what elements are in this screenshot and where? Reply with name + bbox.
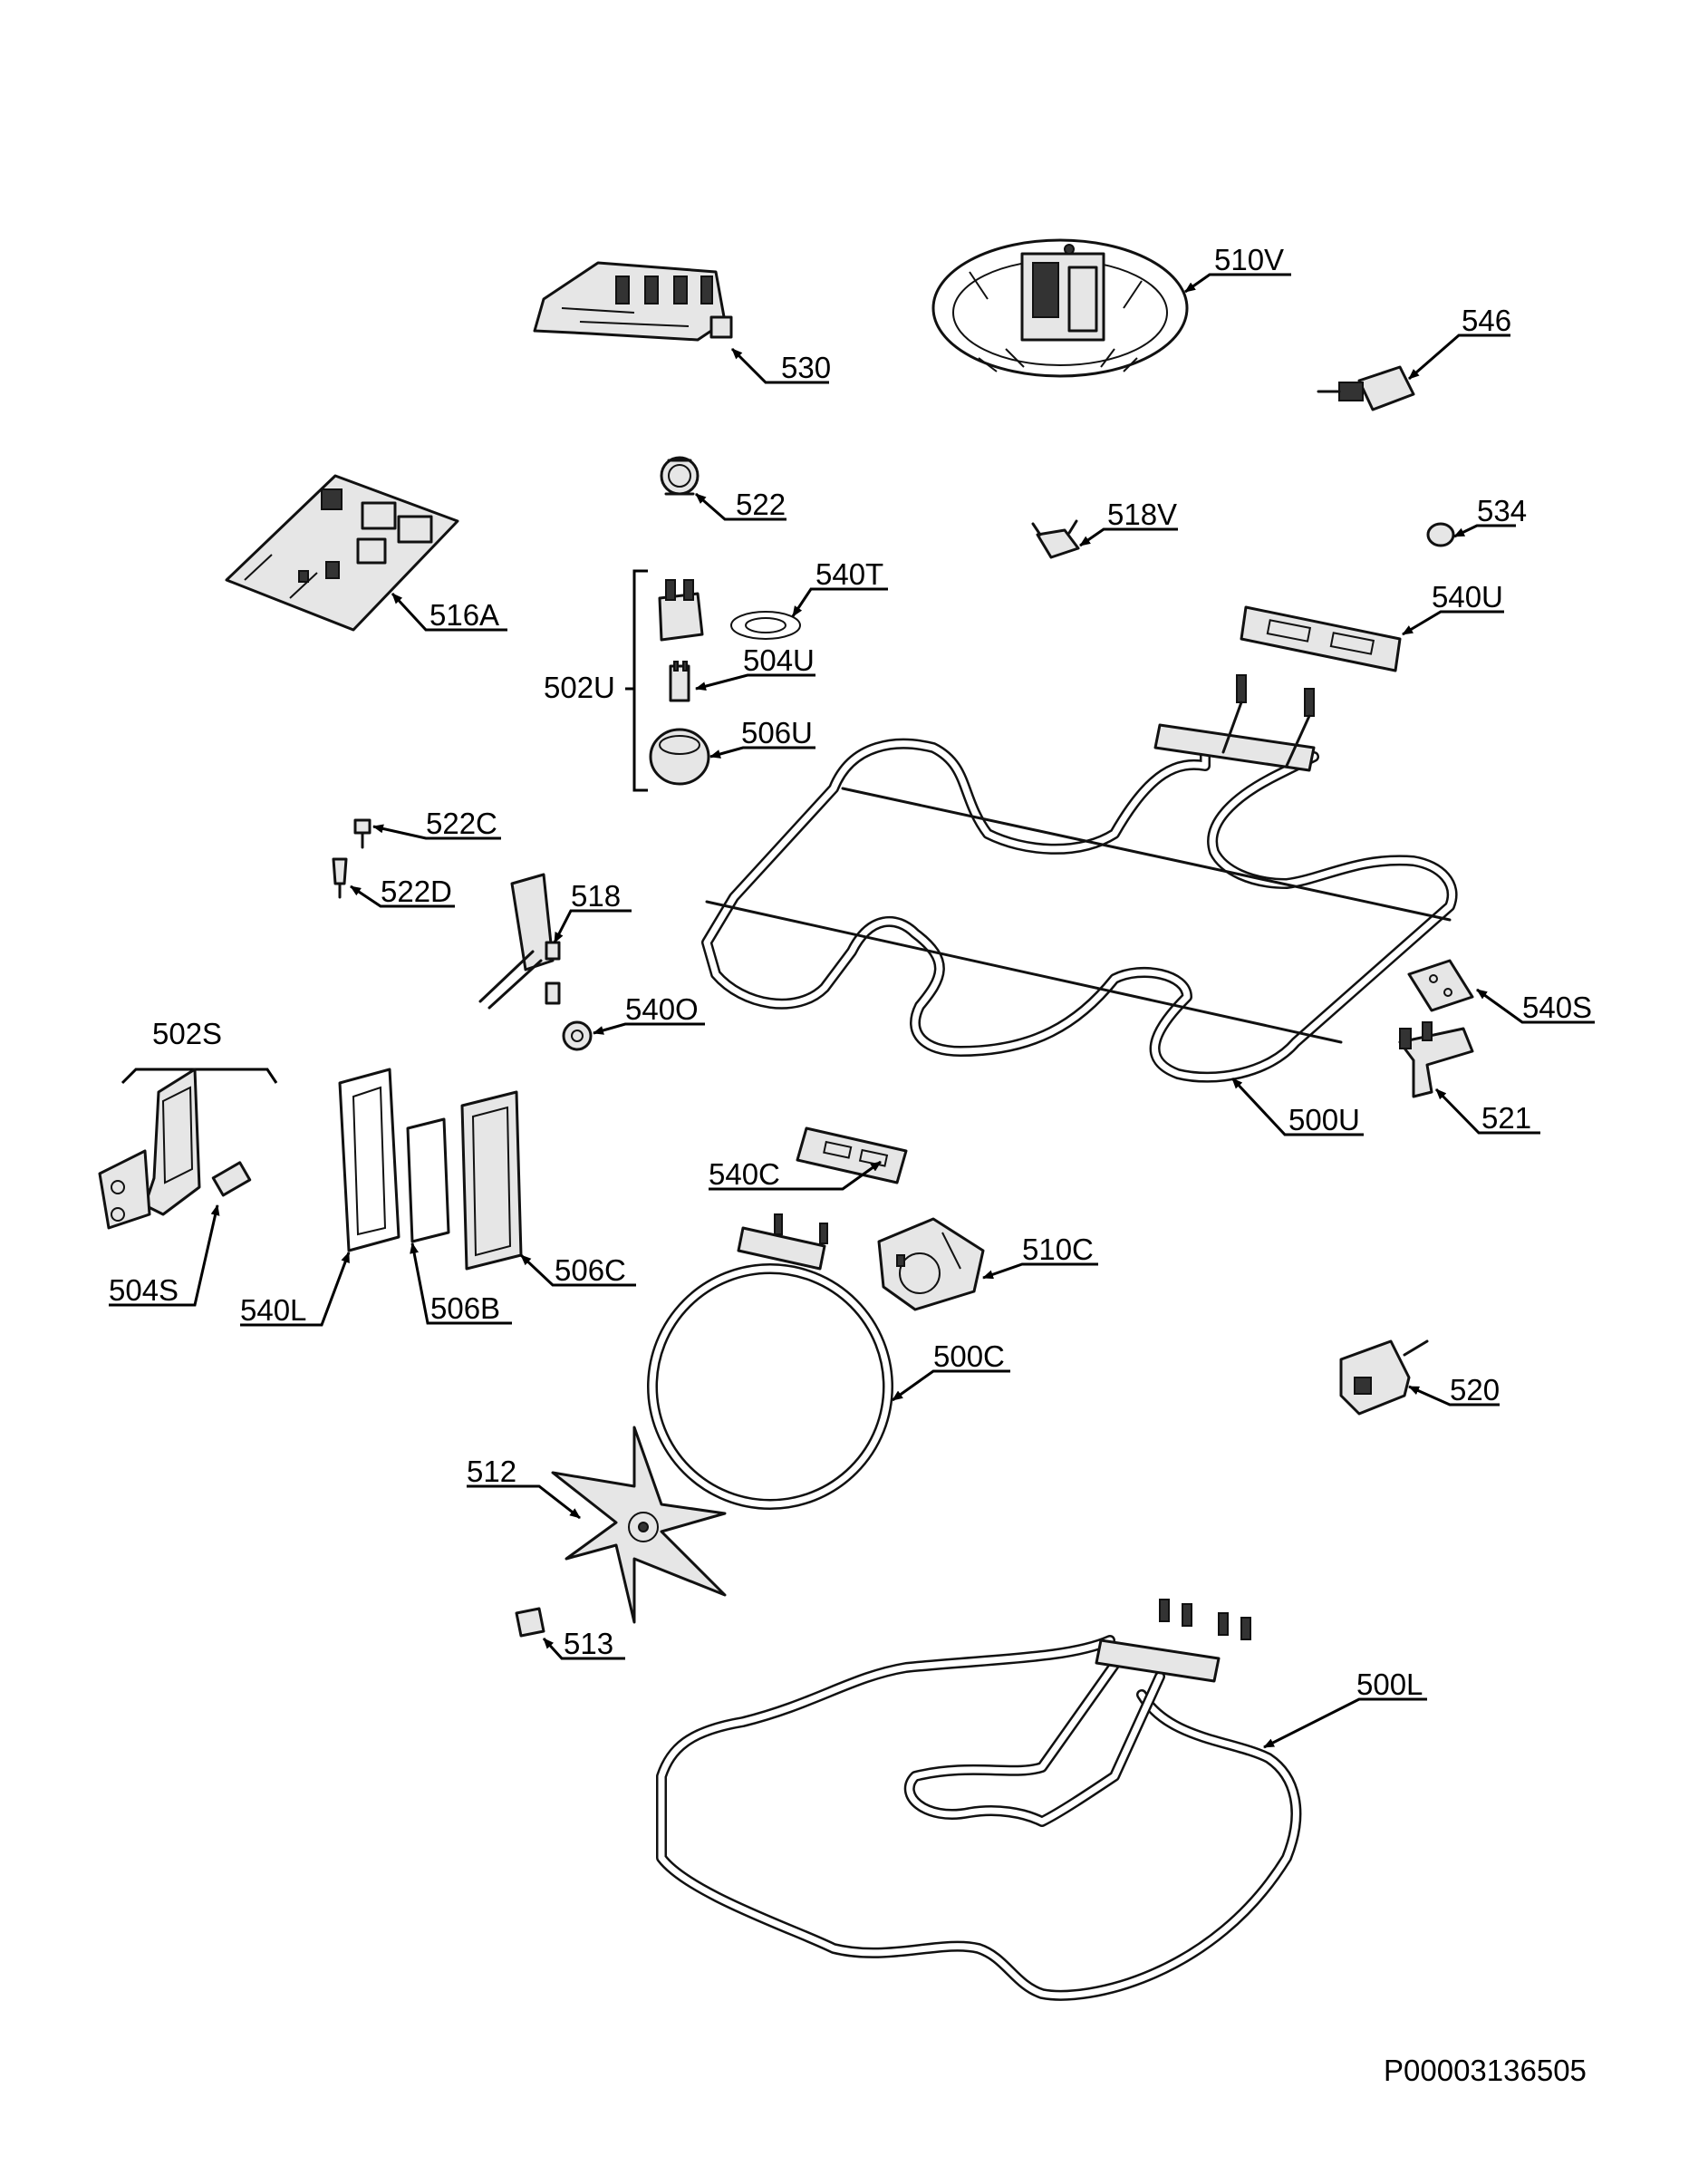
part-522C-clip [353,818,372,849]
label-510C: 510C [1022,1232,1094,1266]
part-506C-door-frame [460,1090,523,1271]
drawing-number: P00003136505 [1384,2054,1587,2087]
part-518-temperature-sensor [478,873,561,1010]
label-512: 512 [467,1455,516,1488]
part-512-fan-blade [551,1426,727,1624]
part-labels: 530 510V 546 522 518V 534 516A 540T 540U… [109,243,1592,2087]
part-546-switch [1317,365,1415,411]
part-540T-gasket [730,611,801,640]
label-504S: 504S [109,1273,179,1307]
label-506B: 506B [430,1291,500,1325]
label-540C: 540C [709,1157,780,1191]
label-530: 530 [781,351,831,384]
label-underlines [240,273,1595,1701]
label-540L: 540L [240,1293,306,1327]
part-510V-fan-motor [931,238,1189,378]
part-500C-circular-heating-element [647,1213,893,1510]
part-530-terminal-block [533,261,733,342]
part-540S-plate [1407,959,1474,1012]
part-518V-clip [1031,519,1080,559]
label-506C: 506C [555,1253,626,1287]
part-502U-lamp-assembly [632,569,710,792]
label-500C: 500C [933,1339,1005,1373]
part-540U-gasket-plate [1240,605,1402,672]
label-513: 513 [564,1627,613,1660]
label-522: 522 [736,488,786,521]
part-506B-glass-panel [406,1117,450,1243]
label-540O: 540O [625,992,699,1026]
label-502S: 502S [152,1017,222,1050]
part-500U-top-heating-element [701,674,1458,1083]
label-540T: 540T [815,557,883,591]
label-546: 546 [1462,304,1511,337]
label-522D: 522D [381,875,452,908]
label-522C: 522C [426,807,497,840]
label-516A: 516A [429,598,499,632]
label-520: 520 [1450,1373,1500,1406]
part-540C-gasket-plate [796,1126,908,1184]
label-518V: 518V [1107,498,1177,531]
label-506U: 506U [741,716,813,749]
part-521-bracket [1398,1021,1474,1098]
label-504U: 504U [743,643,815,677]
part-516A-control-board [225,474,459,632]
part-540L-door-gasket [338,1068,400,1252]
label-534: 534 [1477,494,1527,527]
label-500L: 500L [1356,1668,1423,1701]
part-522D-clip [332,857,348,899]
label-518: 518 [571,879,621,913]
label-540U: 540U [1432,580,1503,614]
label-510V: 510V [1214,243,1284,276]
part-502S-door-switch-module [98,1068,278,1230]
label-500U: 500U [1288,1103,1360,1136]
part-540O-washer [562,1020,593,1051]
label-540S: 540S [1522,991,1592,1024]
part-513-nut [515,1607,545,1638]
part-534-cap [1426,522,1455,547]
label-502U: 502U [544,671,615,704]
part-520-door-lock [1339,1339,1429,1416]
part-522-lamp-holder [660,456,700,496]
part-510C-fan-motor [877,1217,985,1311]
part-500L-bottom-heating-element [656,1599,1302,2001]
label-521: 521 [1481,1101,1531,1135]
